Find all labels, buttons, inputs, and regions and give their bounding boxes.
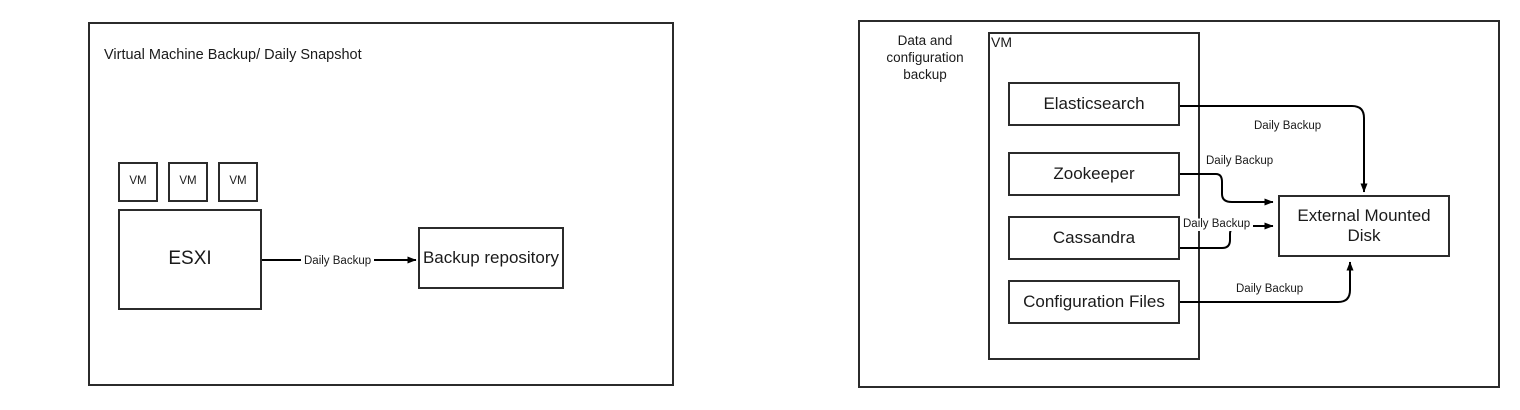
cassandra-node: Cassandra (1008, 216, 1180, 260)
backup-repository-node: Backup repository (418, 227, 564, 289)
edge-label-cassandra-daily-backup: Daily Backup (1180, 218, 1254, 231)
vm-chip-2: VM (168, 162, 208, 202)
elasticsearch-node: Elasticsearch (1008, 82, 1180, 126)
vm-container-label: VM (991, 34, 1012, 50)
data-configuration-backup-caption: Data and configuration backup (886, 33, 964, 82)
vm-chip-1: VM (118, 162, 158, 202)
zookeeper-node: Zookeeper (1008, 152, 1180, 196)
left-panel-title: Virtual Machine Backup/ Daily Snapshot (104, 47, 362, 63)
external-mounted-disk-node: External Mounted Disk (1278, 195, 1450, 257)
configuration-files-node: Configuration Files (1008, 280, 1180, 324)
virtual-machine-backup-panel (88, 22, 674, 386)
edge-label-esxi-daily-backup: Daily Backup (301, 255, 375, 268)
edge-label-configuration-files-daily-backup: Daily Backup (1233, 283, 1307, 296)
vm-chip-3: VM (218, 162, 258, 202)
edge-label-zookeeper-daily-backup: Daily Backup (1203, 155, 1277, 168)
esxi-node: ESXI (118, 209, 262, 310)
edge-label-elasticsearch-daily-backup: Daily Backup (1251, 120, 1325, 133)
